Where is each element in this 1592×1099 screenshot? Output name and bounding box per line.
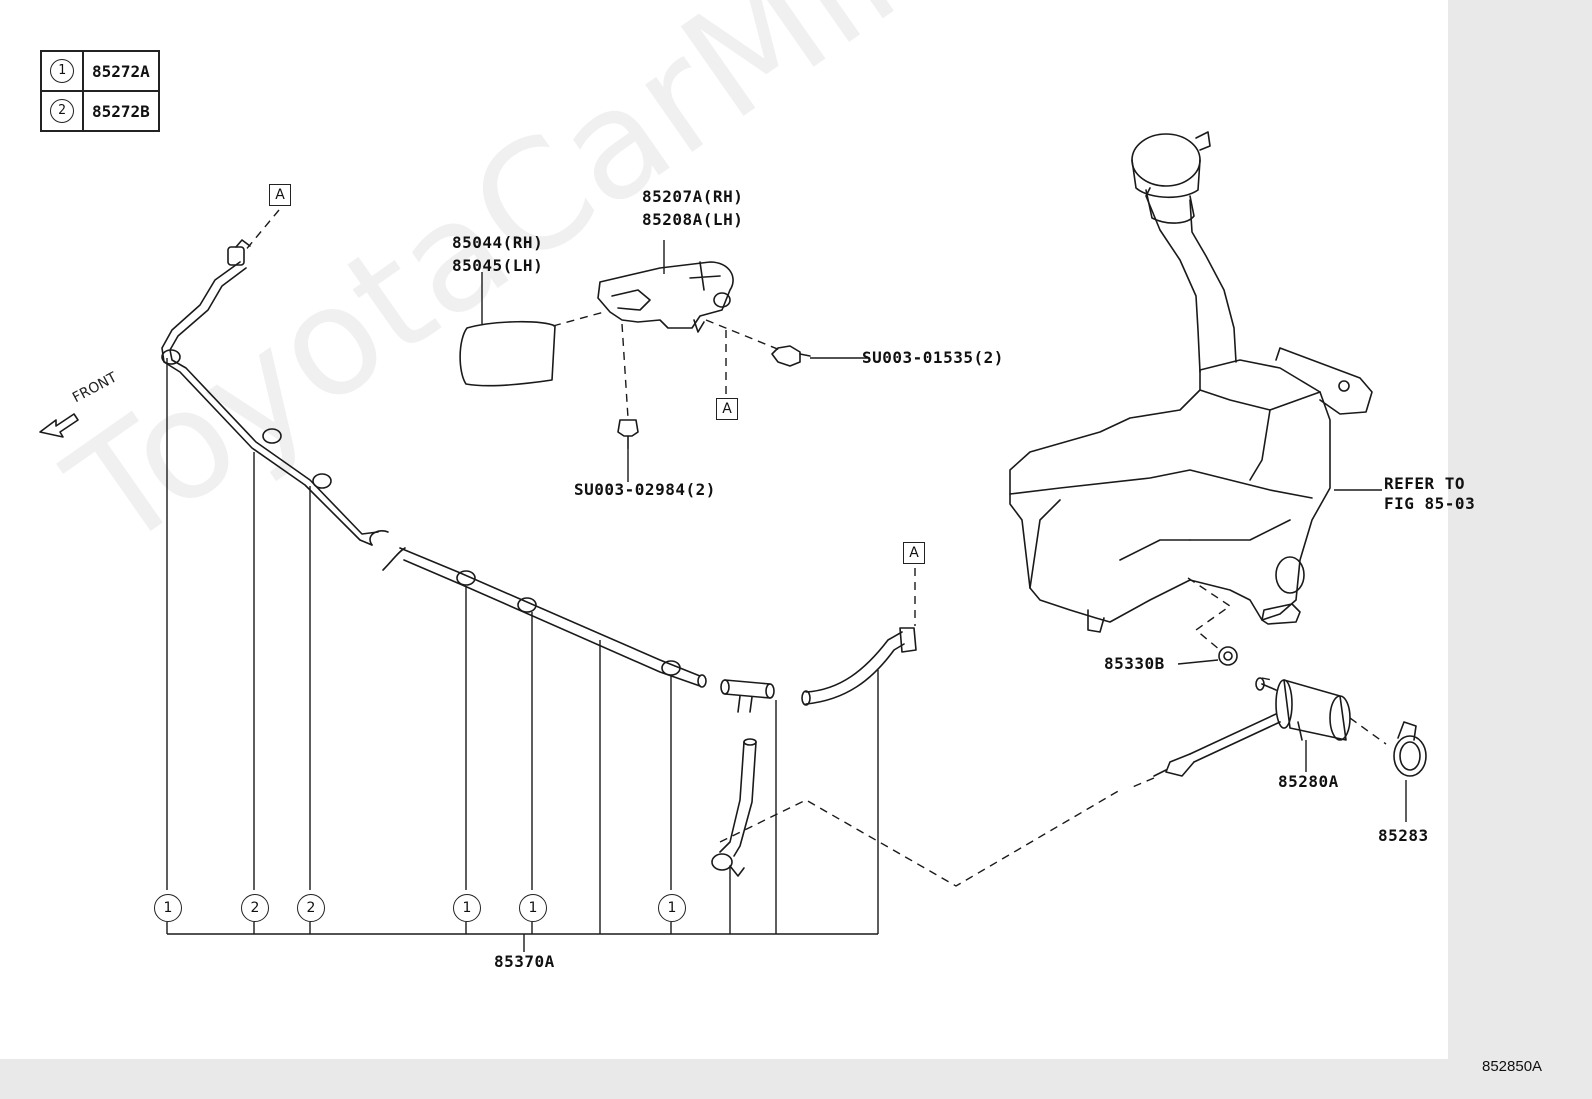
- diagram-drawing: [39, 131, 1427, 952]
- node-circle: 2: [241, 894, 269, 922]
- front-arrow-icon: [39, 413, 79, 438]
- hose-line: [161, 261, 373, 546]
- label-bolt: SU003-01535(2): [862, 348, 1004, 367]
- legend-table: 1 85272A 2 85272B: [40, 50, 160, 132]
- node-circle: 1: [154, 894, 182, 922]
- bolt: [771, 345, 801, 367]
- label-grommet: 85330B: [1104, 654, 1165, 673]
- legend-number: 2: [50, 99, 74, 123]
- pump-bracket: [1393, 721, 1427, 777]
- legend-number: 1: [50, 59, 74, 83]
- label-clip: SU003-02984(2): [574, 480, 716, 499]
- label-refer-to: REFER TO: [1384, 474, 1466, 493]
- label-pump: 85280A: [1278, 772, 1339, 791]
- legend-row: 1 85272A: [40, 50, 160, 92]
- label-hose-assy: 85370A: [494, 952, 555, 971]
- node-circle: 1: [519, 894, 547, 922]
- diagram-sheet: ToyotaCarMiner.ru: [0, 0, 1475, 1059]
- ref-box-a: A: [269, 184, 291, 206]
- figure-code: 852850A: [1482, 1058, 1543, 1075]
- grommet: [1218, 646, 1238, 666]
- legend-row: 2 85272B: [40, 90, 160, 132]
- ref-box-a: A: [716, 398, 738, 420]
- clip: [617, 419, 639, 437]
- node-circle: 2: [297, 894, 325, 922]
- label-nozzle-cover-lh: 85045(LH): [452, 256, 544, 275]
- legend-part: 85272B: [82, 90, 160, 132]
- hose-clip: [161, 349, 681, 676]
- label-nozzle-cover-rh: 85044(RH): [452, 233, 544, 252]
- washer-tank: [1009, 131, 1373, 633]
- node-circle: 1: [658, 894, 686, 922]
- ref-box-a: A: [903, 542, 925, 564]
- label-bracket: 85283: [1378, 826, 1429, 845]
- legend-part: 85272A: [82, 50, 160, 92]
- node-circle: 1: [453, 894, 481, 922]
- label-nozzle-lh: 85208A(LH): [642, 210, 744, 229]
- nozzle-cover: [459, 320, 556, 387]
- label-refer-fig: FIG 85-03: [1384, 494, 1476, 513]
- washer-nozzle: [597, 261, 734, 329]
- label-nozzle-rh: 85207A(RH): [642, 187, 744, 206]
- washer-pump: [1153, 677, 1351, 777]
